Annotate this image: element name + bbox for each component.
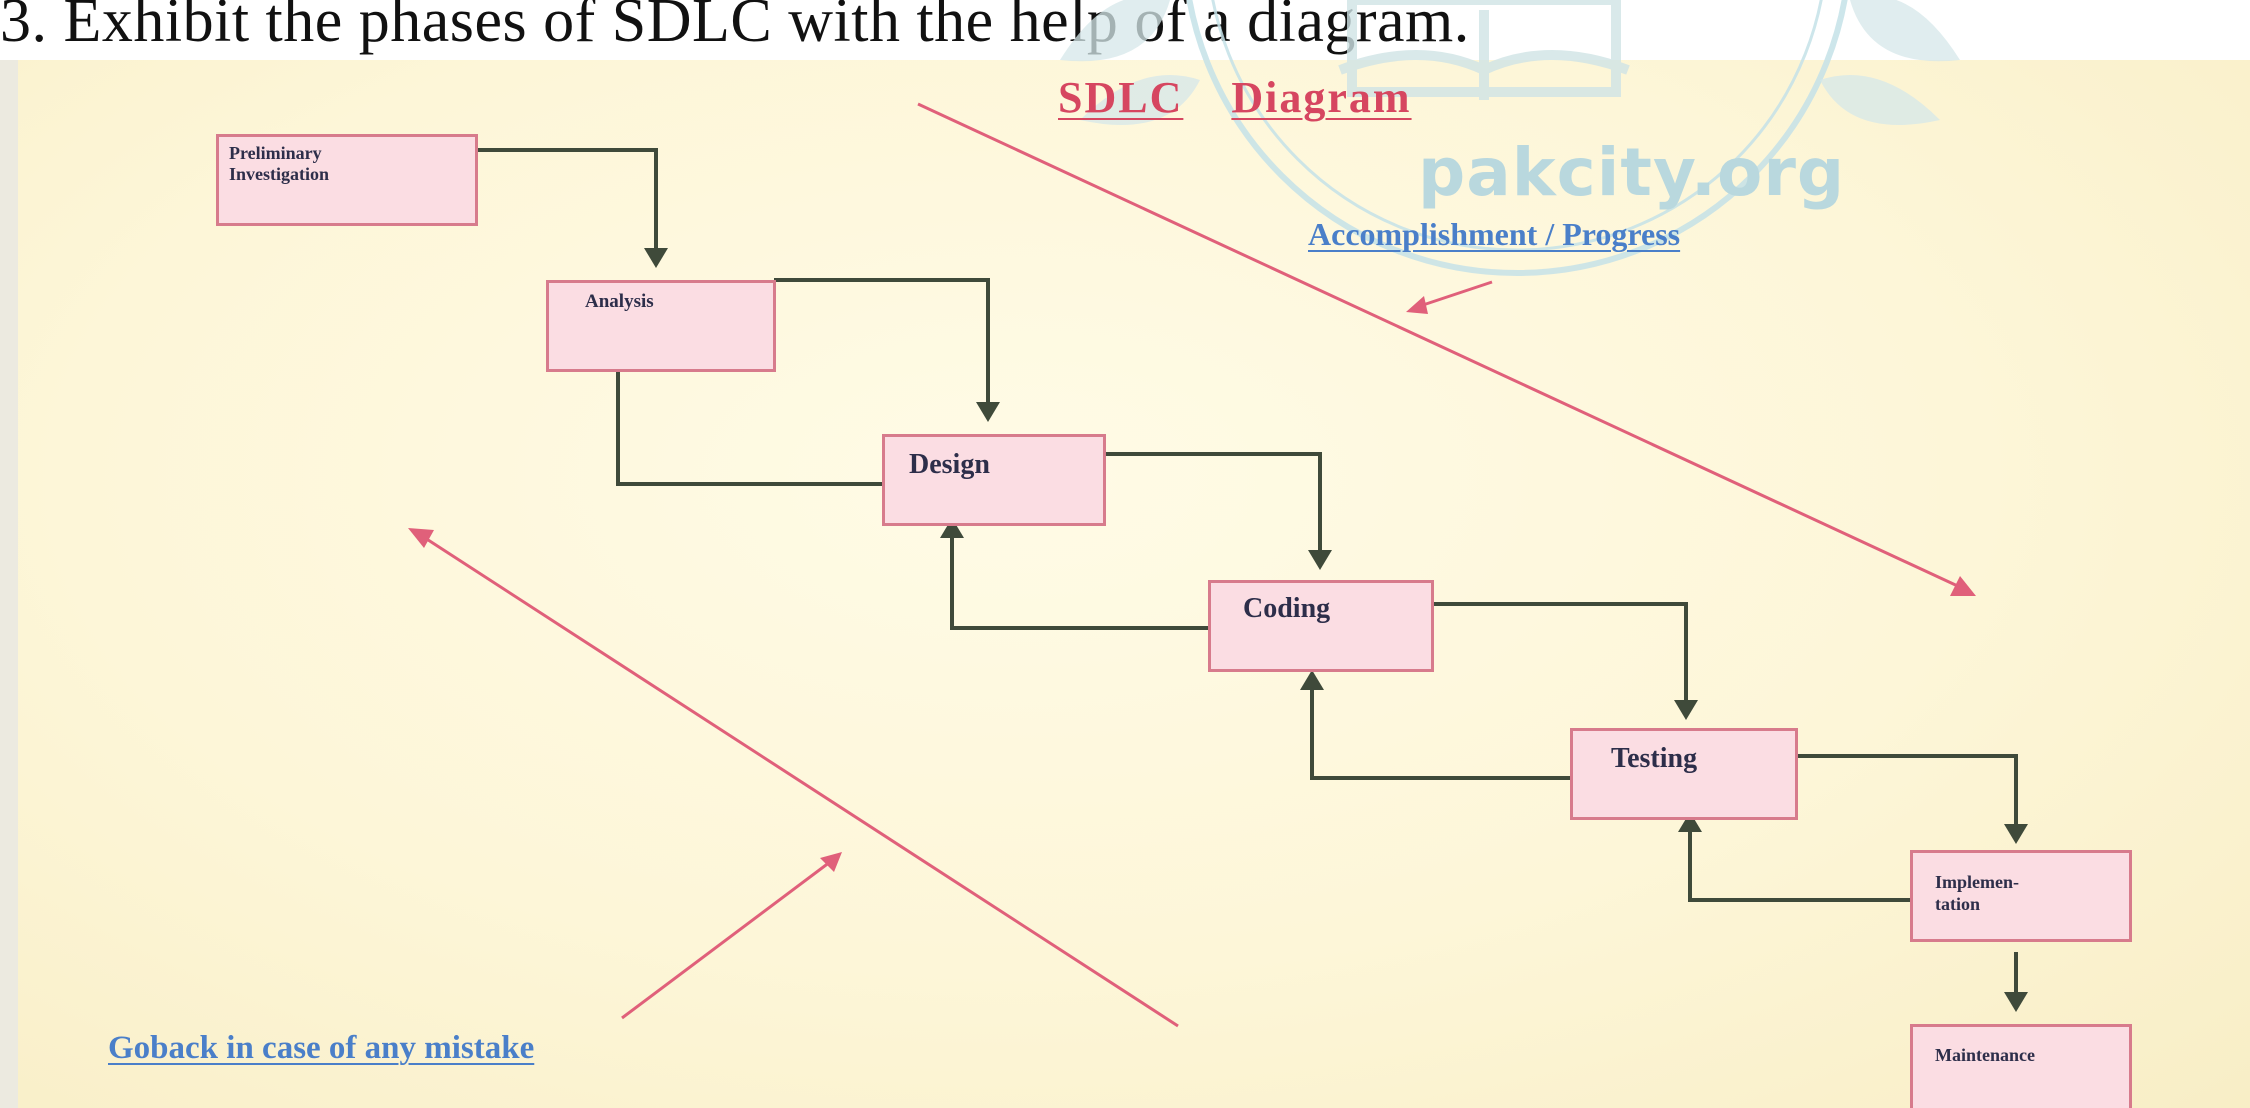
arrowhead-coding — [1308, 550, 1332, 570]
goback-arrow-line — [421, 534, 1179, 1028]
stage-maintenance: Maintenance — [1910, 1024, 2132, 1108]
stage-testing: Testing — [1570, 728, 1798, 820]
stage-coding: Coding — [1208, 580, 1434, 672]
stage-testing-label: Testing — [1611, 743, 1698, 774]
stage-preliminary-line-2: Investigation — [229, 164, 330, 184]
back-arrow-coding-design — [950, 538, 1208, 630]
back-arrow-design-analysis — [616, 364, 882, 486]
stage-design-label: Design — [909, 449, 990, 480]
stage-implementation-line-1: Implemen- — [1935, 872, 2019, 892]
goback-arrowhead — [408, 528, 434, 548]
stage-preliminary-investigation: Preliminary Investigation — [216, 134, 478, 226]
stage-design: Design — [882, 434, 1106, 526]
stage-analysis: Analysis — [546, 280, 776, 372]
progress-pointer-head — [1406, 296, 1428, 314]
flow-arrow-testing-implementation — [1794, 754, 2018, 824]
flow-arrow-analysis-design — [774, 278, 990, 402]
left-edge-strip — [0, 60, 18, 1108]
stage-coding-label: Coding — [1243, 593, 1331, 624]
stage-implementation-line-2: tation — [1935, 894, 1980, 914]
flow-arrow-coding-testing — [1432, 602, 1688, 700]
watermark-brand: pakcity.org — [1418, 134, 1846, 211]
arrowhead-design — [976, 402, 1000, 422]
progress-label: Accomplishment / Progress — [1308, 216, 1681, 252]
arrowhead-analysis — [644, 248, 668, 268]
stage-implementation: Implemen- tation — [1910, 850, 2132, 942]
stage-maintenance-label: Maintenance — [1935, 1045, 2035, 1065]
goback-label: Goback in case of any mistake — [108, 1030, 535, 1066]
arrowhead-back-testing — [1678, 812, 1702, 832]
progress-arrow-line — [917, 102, 1963, 590]
arrowhead-testing — [1674, 700, 1698, 720]
back-arrow-testing-coding — [1310, 690, 1570, 780]
arrowhead-maintenance — [2004, 992, 2028, 1012]
title-word-sdlc: SDLC — [1058, 73, 1184, 122]
diagram-photo — [18, 60, 2250, 1108]
flow-arrow-design-coding — [1104, 452, 1322, 550]
stage-preliminary-line-1: Preliminary — [229, 143, 322, 163]
arrowhead-back-coding — [1300, 670, 1324, 690]
arrowhead-implementation — [2004, 824, 2028, 844]
progress-pointer-line — [1419, 280, 1493, 308]
back-arrow-implementation-testing — [1688, 832, 1912, 902]
flow-arrow-preliminary-analysis — [476, 148, 658, 248]
title-word-diagram: Diagram — [1231, 73, 1412, 122]
stage-analysis-label: Analysis — [585, 291, 654, 312]
arrowhead-back-design — [940, 518, 964, 538]
progress-arrowhead — [1950, 576, 1976, 596]
goback-pointer-head — [820, 852, 842, 872]
diagram-title: SDLC Diagram — [1058, 72, 1412, 123]
goback-pointer-line — [621, 860, 831, 1020]
